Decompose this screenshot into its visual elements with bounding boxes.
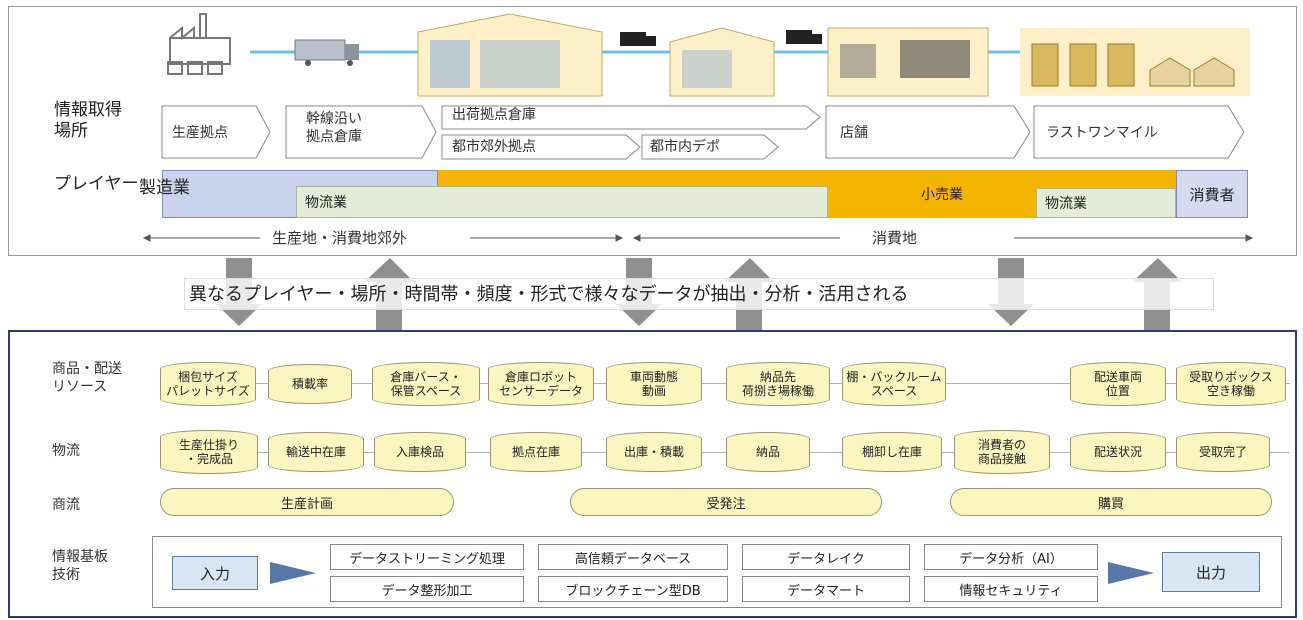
supply-chain-illustration xyxy=(167,13,1250,97)
region-consumption: 消費地 xyxy=(872,229,918,247)
delivery-truck-icon xyxy=(620,32,656,46)
residence-icon xyxy=(1020,28,1250,96)
output-box: 出力 xyxy=(1162,552,1260,592)
goods-item: 倉庫バース・保管スペース xyxy=(372,362,480,406)
row-label-goods: 商品・配送リソース xyxy=(52,361,122,395)
logistics-item: 納品 xyxy=(726,432,810,472)
player-logistics-1: 物流業 xyxy=(296,186,828,218)
commerce-item: 購買 xyxy=(950,488,1272,516)
player-logistics-2: 物流業 xyxy=(1036,188,1176,218)
goods-item: 納品先荷捌き場稼働 xyxy=(726,362,830,406)
logistics-item: 拠点在庫 xyxy=(490,432,582,472)
row-label-logistics: 物流 xyxy=(52,443,80,459)
player-consumer: 消費者 xyxy=(1176,170,1248,218)
commerce-item: 生産計画 xyxy=(160,488,454,516)
goods-item: 車両動態動画 xyxy=(606,362,702,406)
goods-item: 配送車両位置 xyxy=(1070,362,1166,406)
tech-item: データストリーミング処理 xyxy=(330,544,524,570)
loc-urban-depot: 都市内デポ xyxy=(650,139,720,155)
info-location-label: 情報取得 場所 xyxy=(54,100,122,141)
logistics-item: 棚卸し在庫 xyxy=(842,432,942,472)
logistics-row-line xyxy=(160,452,1290,453)
tech-item: データ整形加工 xyxy=(330,576,524,602)
tech-item: 高信頼データベース xyxy=(538,544,728,570)
logistics-item: 配送状況 xyxy=(1070,432,1166,472)
loc-trunk: 幹線沿い拠点倉庫 xyxy=(306,111,362,145)
row-label-commerce: 商流 xyxy=(52,497,80,513)
loc-suburb: 都市郊外拠点 xyxy=(452,139,536,155)
goods-item: 倉庫ロボットセンサーデータ xyxy=(488,362,594,406)
goods-item: 積載率 xyxy=(268,364,352,404)
goods-item: 梱包サイズパレットサイズ xyxy=(160,362,256,406)
output-arrow-icon xyxy=(1108,562,1154,584)
region-arrows xyxy=(142,234,1254,242)
tech-item: データ分析（AI） xyxy=(924,544,1098,570)
logistics-item: 生産仕掛り・完成品 xyxy=(160,430,258,474)
depot-icon xyxy=(669,27,775,97)
middle-caption: 異なるプレイヤー・場所・時間帯・頻度・形式で様々なデータが抽出・分析・活用される xyxy=(184,278,1214,310)
goods-item: 棚・バックルームスペース xyxy=(842,362,946,406)
row-label-infra: 情報基板技術 xyxy=(52,549,108,583)
commerce-item: 受発注 xyxy=(570,488,882,516)
input-arrow-icon xyxy=(270,562,316,584)
tech-item: データマート xyxy=(742,576,910,602)
region-production: 生産地・消費地郊外 xyxy=(272,229,408,247)
logistics-item: 出庫・積載 xyxy=(606,432,702,472)
tech-item: データレイク xyxy=(742,544,910,570)
goods-item: 受取りボックス空き稼働 xyxy=(1176,362,1286,406)
location-chevrons xyxy=(161,105,1245,160)
logistics-item: 消費者の商品接触 xyxy=(954,430,1050,474)
goods-row-line xyxy=(160,383,1290,384)
loc-lastmile: ラストワンマイル xyxy=(1046,125,1158,141)
tech-item: 情報セキュリティ xyxy=(924,576,1098,602)
delivery-truck-icon-2 xyxy=(786,30,822,44)
truck-icon xyxy=(294,39,359,66)
warehouse-icon xyxy=(417,13,603,97)
logistics-item: 入庫検品 xyxy=(374,432,466,472)
store-icon xyxy=(827,27,989,97)
player-label: プレイヤー xyxy=(54,174,139,194)
logistics-item: 輸送中在庫 xyxy=(268,432,364,472)
loc-production: 生産拠点 xyxy=(172,125,228,141)
tech-item: ブロックチェーン型DB xyxy=(538,576,728,602)
loc-shipping-warehouse: 出荷拠点倉庫 xyxy=(452,107,536,123)
loc-store: 店舗 xyxy=(840,125,868,141)
factory-icon xyxy=(167,13,231,75)
input-box: 入力 xyxy=(172,556,258,590)
logistics-item: 受取完了 xyxy=(1176,432,1270,472)
